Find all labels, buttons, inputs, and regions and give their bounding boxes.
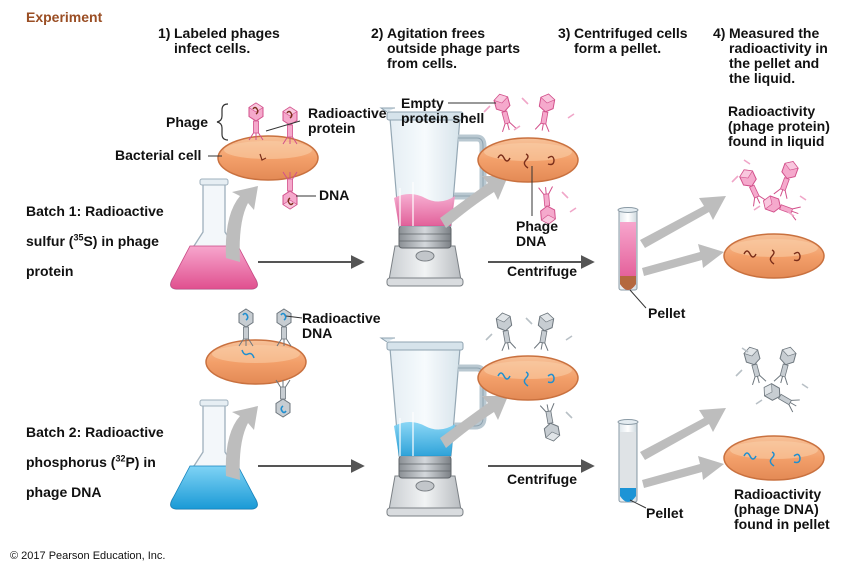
liquid-shell-icon xyxy=(773,344,798,386)
step-1-number: 1) xyxy=(158,25,171,41)
shell-fragments-2 xyxy=(485,317,573,419)
empty-shell-icon xyxy=(492,91,517,133)
flask-to-cell-arrow-2 xyxy=(225,406,258,480)
liquid-shell-icon xyxy=(760,380,801,413)
tube-to-liquid-arrow-1 xyxy=(640,196,726,248)
blender-to-cell-arrow-1 xyxy=(440,176,508,228)
agitated-cell-batch1 xyxy=(477,137,579,183)
pellet-cell-batch2 xyxy=(723,435,825,481)
empty-shell-icon xyxy=(533,311,555,352)
liquid-shell-icon xyxy=(760,193,802,221)
batch2-line1: Batch 2: Radioactive xyxy=(26,424,164,440)
infected-cell-batch2 xyxy=(205,339,307,385)
batch1-line2-post: S) in phage xyxy=(83,233,159,249)
step-2-number: 2) xyxy=(371,25,384,41)
liquid-fragments-2 xyxy=(735,347,809,405)
result-1-label: Radioactivity (phage protein) found in l… xyxy=(728,103,830,149)
batch2-line3: phage DNA xyxy=(26,484,102,500)
blender-batch2 xyxy=(381,338,483,516)
agitated-cell-batch2 xyxy=(477,355,579,401)
flask-batch1 xyxy=(170,178,258,290)
pellet-leader-1 xyxy=(629,289,647,309)
copyright-notice: © 2017 Pearson Education, Inc. xyxy=(10,550,166,562)
radioactive-dna-leader xyxy=(285,315,303,319)
tube-to-liquid-arrow-2 xyxy=(640,408,726,460)
radioactive-dna-label: Radioactive DNA xyxy=(302,310,381,341)
step-4-number: 4) xyxy=(713,25,726,41)
pellet-leader-2 xyxy=(629,499,647,509)
batch2-line2-post: P) in xyxy=(125,454,156,470)
empty-protein-shell-label: Empty protein shell xyxy=(401,95,485,126)
step-3-text: Centrifuged cells form a pellet. xyxy=(574,25,688,56)
batch2-line2-pre: phosphorus ( xyxy=(26,454,116,470)
step-4-text: Measured the radioactivity in the pellet… xyxy=(729,25,828,86)
centrifuge-label-1: Centrifuge xyxy=(507,263,577,279)
batch1-line2-pre: sulfur ( xyxy=(26,233,74,249)
protein-fragments xyxy=(483,97,577,213)
batch1-line1: Batch 1: Radioactive xyxy=(26,203,164,219)
phage-icon xyxy=(276,308,292,347)
result-2-label: Radioactivity (phage DNA) found in pelle… xyxy=(734,486,830,532)
blender-batch1 xyxy=(381,108,483,286)
step-3-number: 3) xyxy=(558,25,571,41)
batch2-description: Batch 2: Radioactive phosphorus (32P) in… xyxy=(26,410,164,500)
liquid-shell-icon xyxy=(737,166,767,207)
dna-label: DNA xyxy=(319,187,350,203)
phage-leader xyxy=(265,120,301,132)
test-tube-batch2 xyxy=(617,419,639,503)
batch2-isotope-mass: 32 xyxy=(115,453,126,464)
pellet-cell-batch1 xyxy=(723,233,825,279)
liquid-fragments-1 xyxy=(731,159,807,217)
pellet-label-1: Pellet xyxy=(648,305,686,321)
flask-to-cell-arrow-1 xyxy=(225,186,258,262)
bacterial-cell-label: Bacterial cell xyxy=(115,147,202,163)
diagram-title: Experiment xyxy=(26,9,103,25)
phage-label: Phage xyxy=(166,114,209,130)
empty-shell-icon xyxy=(495,311,517,352)
phage-brace xyxy=(216,103,229,141)
liquid-shell-icon xyxy=(773,158,801,200)
batch1-line3: protein xyxy=(26,263,74,279)
pellet-label-2: Pellet xyxy=(646,505,684,521)
infected-cell-batch1 xyxy=(217,135,319,181)
tube-to-pellet-arrow-1 xyxy=(642,244,724,276)
tube-to-pellet-arrow-2 xyxy=(642,456,724,488)
phage-dna-label: Phage DNA xyxy=(516,218,559,249)
empty-shell-icon xyxy=(539,402,561,443)
batch1-isotope-mass: 35 xyxy=(73,232,84,243)
phage-icon xyxy=(249,103,263,140)
empty-shell-icon xyxy=(534,92,556,133)
batch1-description: Batch 1: Radioactive sulfur (35S) in pha… xyxy=(26,189,164,279)
blender-to-cell-arrow-2 xyxy=(440,396,508,448)
step-2-text: Agitation frees outside phage parts from… xyxy=(387,25,521,71)
test-tube-batch1 xyxy=(617,207,639,291)
radioactive-protein-label: Radioactive protein xyxy=(308,105,387,136)
centrifuge-label-2: Centrifuge xyxy=(507,471,577,487)
phage-icon xyxy=(275,379,291,418)
step-1-text: Labeled phages infect cells. xyxy=(174,25,280,56)
